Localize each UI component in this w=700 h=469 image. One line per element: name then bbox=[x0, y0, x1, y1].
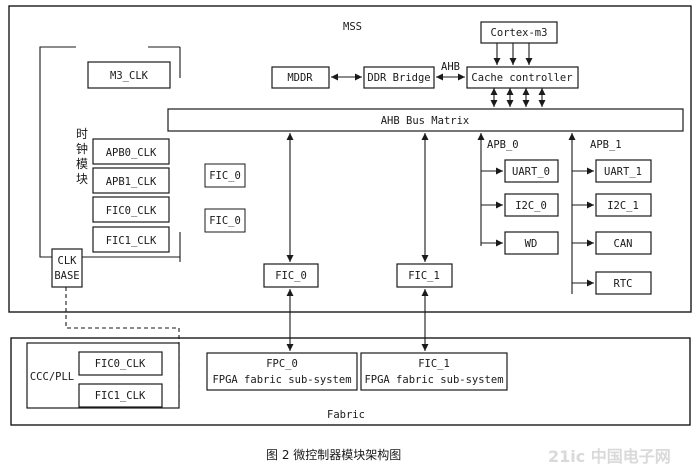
mss-block bbox=[8, 5, 692, 313]
clock-module-title-char: 模 bbox=[76, 157, 88, 171]
clock-module-title-char: 块 bbox=[76, 172, 88, 186]
fic0-clk-label: FIC0_CLK bbox=[106, 205, 157, 217]
i2c0-label: I2C_0 bbox=[515, 200, 547, 212]
fic0-clk-box bbox=[92, 196, 170, 223]
fabric-block bbox=[10, 337, 691, 426]
can-box bbox=[595, 231, 652, 255]
ahb-bus-matrix-box bbox=[167, 108, 684, 132]
mddr-box bbox=[271, 66, 330, 89]
fpga-subsystem-1-box bbox=[360, 352, 508, 391]
apb0-clk-box bbox=[92, 138, 170, 165]
m3-clk-label: M3_CLK bbox=[110, 70, 149, 82]
apb1-label: APB_1 bbox=[590, 139, 622, 151]
i2c1-label: I2C_1 bbox=[607, 200, 639, 212]
m3-clk-box bbox=[87, 61, 171, 89]
fabric-fic0-clk-box bbox=[78, 351, 163, 376]
fic1-clk-label: FIC1_CLK bbox=[106, 235, 157, 247]
mss-label: MSS bbox=[343, 21, 362, 33]
fabric-fic1-clk-label: FIC1_CLK bbox=[95, 390, 146, 402]
i2c1-box bbox=[595, 193, 652, 217]
wd-label: WD bbox=[525, 238, 538, 250]
rtc-label: RTC bbox=[614, 278, 633, 290]
clock-module-bracket bbox=[39, 46, 76, 258]
watermark: 21ic 中国电子网 bbox=[548, 447, 671, 466]
apb0-clk-label: APB0_CLK bbox=[106, 147, 157, 159]
uart1-label: UART_1 bbox=[604, 166, 642, 178]
uart1-box bbox=[595, 159, 652, 183]
fpga-subsystem-0-label-1: FPC_0 bbox=[266, 358, 298, 370]
fabric-label: Fabric bbox=[327, 409, 365, 421]
ahb-bus-matrix-label: AHB Bus Matrix bbox=[381, 115, 470, 127]
i2c0-box bbox=[504, 193, 559, 217]
clk-base-label-2: BASE bbox=[54, 270, 79, 282]
clock-module-title-char: 时 bbox=[76, 127, 88, 141]
fic0-label-b: FIC_0 bbox=[209, 215, 241, 227]
figure-caption: 图 2 微控制器模块架构图 bbox=[266, 447, 401, 462]
fic0-box-a bbox=[204, 163, 246, 188]
fic1-bus-label: FIC_1 bbox=[408, 270, 440, 282]
apb0-label: APB_0 bbox=[487, 139, 519, 151]
fic0-bus-box bbox=[263, 263, 319, 288]
can-label: CAN bbox=[614, 238, 633, 250]
fic1-bus-box bbox=[396, 263, 453, 288]
fic0-label-a: FIC_0 bbox=[209, 170, 241, 182]
cache-controller-label: Cache controller bbox=[471, 72, 572, 84]
cortex-m3-box bbox=[480, 21, 558, 44]
fic1-clk-box bbox=[92, 226, 170, 253]
apb1-clk-label: APB1_CLK bbox=[106, 176, 157, 188]
fabric-fic0-clk-label: FIC0_CLK bbox=[95, 358, 146, 370]
fpga-subsystem-0-box bbox=[206, 352, 358, 391]
ddr-bridge-label: DDR Bridge bbox=[367, 72, 430, 84]
uart0-label: UART_0 bbox=[512, 166, 550, 178]
clock-module-title: 时钟模块 bbox=[76, 127, 88, 186]
ahb-label: AHB bbox=[441, 61, 460, 73]
clk-base-box bbox=[51, 248, 83, 288]
clock-module-title-char: 钟 bbox=[76, 141, 88, 156]
apb1-clk-box bbox=[92, 167, 170, 194]
fic0-box-b bbox=[204, 208, 246, 233]
clk-base-label-1: CLK bbox=[58, 255, 78, 267]
ccc-pll-label: CCC/PLL bbox=[30, 371, 74, 383]
uart0-box bbox=[504, 159, 559, 183]
fpga-subsystem-1-label-1: FIC_1 bbox=[418, 358, 450, 370]
fic0-bus-label: FIC_0 bbox=[275, 270, 307, 282]
wd-box bbox=[504, 231, 559, 255]
cortex-m3-label: Cortex-m3 bbox=[491, 27, 548, 39]
fpga-subsystem-0-label-2: FPGA fabric sub-system bbox=[212, 374, 351, 386]
rtc-box bbox=[595, 271, 652, 295]
fpga-subsystem-1-label-2: FPGA fabric sub-system bbox=[364, 374, 503, 386]
fabric-fic1-clk-box bbox=[78, 383, 163, 408]
ddr-bridge-box bbox=[363, 66, 435, 89]
mddr-label: MDDR bbox=[287, 72, 313, 84]
